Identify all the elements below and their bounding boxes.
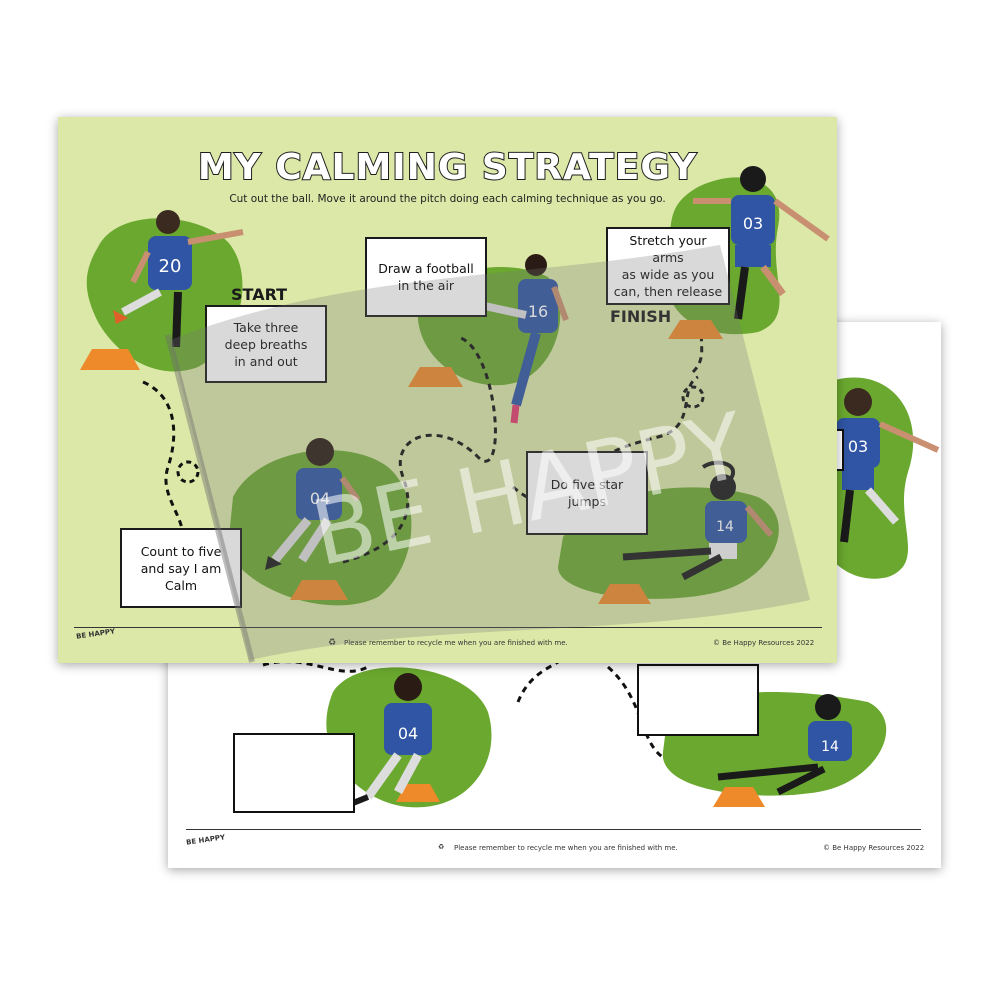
cone <box>408 367 463 387</box>
player-04: 04 <box>346 673 432 808</box>
empty-step-box <box>233 733 355 813</box>
recycle-icon: ♻ <box>438 843 445 851</box>
step-box-stretch: Stretch your arms as wide as you can, th… <box>606 227 730 305</box>
step-box-draw-football: Draw a football in the air <box>365 237 487 317</box>
player-14: 14 <box>717 694 852 796</box>
cone <box>668 320 723 339</box>
player-number: 03 <box>743 214 763 233</box>
player-number: 03 <box>848 437 868 456</box>
footer-recycle-text: Please remember to recycle me when you a… <box>454 844 678 852</box>
player-number: 04 <box>398 724 418 743</box>
footer-copyright: © Be Happy Resources 2022 <box>823 844 925 852</box>
footer-copyright: © Be Happy Resources 2022 <box>713 639 815 647</box>
player-03: 03 <box>693 166 830 320</box>
player-number: 20 <box>159 256 182 277</box>
footer-divider <box>186 829 921 830</box>
front-worksheet: 20 16 03 <box>58 117 837 663</box>
step-box-star-jumps: Do five star jumps <box>526 451 648 535</box>
step-box-breaths: Take three deep breaths in and out <box>205 305 327 383</box>
cone <box>396 784 440 802</box>
dashed-path <box>691 331 705 374</box>
player-04: 04 <box>265 438 361 570</box>
player-number: 14 <box>716 519 734 535</box>
dashed-path <box>142 380 186 548</box>
green-blob <box>86 218 243 372</box>
dashed-path <box>262 660 369 673</box>
page-subtitle: Cut out the ball. Move it around the pit… <box>229 193 666 205</box>
player-number: 16 <box>528 302 548 321</box>
footer-divider <box>74 627 822 628</box>
recycle-icon: ♻ <box>328 638 337 648</box>
footer-recycle-text: Please remember to recycle me when you a… <box>344 639 568 647</box>
cone <box>290 580 348 600</box>
player-16: 16 <box>449 254 569 424</box>
player-20: 20 <box>113 210 244 348</box>
cone <box>598 584 651 604</box>
pitch-illustration: 20 16 03 <box>80 166 830 606</box>
dashed-loop <box>681 385 705 409</box>
cone <box>80 349 140 370</box>
cone <box>713 787 765 807</box>
empty-step-box <box>637 664 759 736</box>
dashed-loop <box>176 460 200 484</box>
step-box-count: Count to five and say I am Calm <box>120 528 242 608</box>
finish-label: FINISH <box>610 307 672 326</box>
player-number: 14 <box>821 739 839 755</box>
player-14: 14 <box>622 460 774 581</box>
start-label: START <box>231 285 288 304</box>
page-title: MY CALMING STRATEGY <box>197 146 698 189</box>
player-number: 04 <box>310 489 330 508</box>
